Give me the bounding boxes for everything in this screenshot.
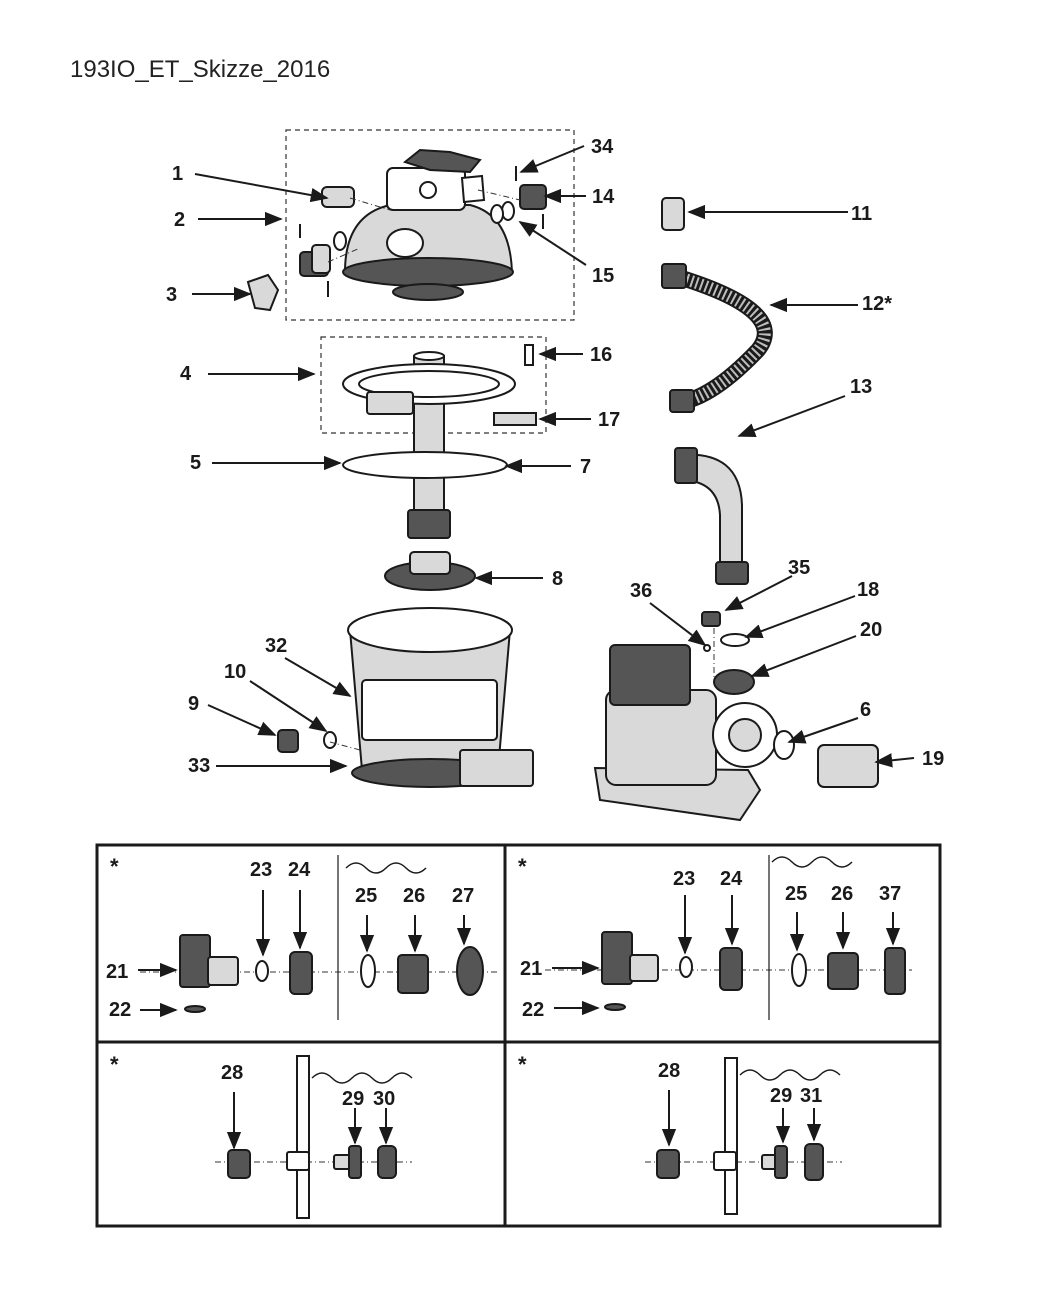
label-part-12: 12* <box>862 293 892 315</box>
panel-b-label-23: 23 <box>673 868 695 890</box>
label-part-13: 13 <box>850 376 872 398</box>
panel-b-label-25: 25 <box>785 883 807 905</box>
panel-c-asterisk: * <box>110 1052 119 1077</box>
label-part-3: 3 <box>166 284 177 306</box>
lateral-assembly <box>384 551 476 591</box>
label-part-2: 2 <box>174 209 185 231</box>
clamp-and-standpipe <box>342 344 537 539</box>
label-part-18: 18 <box>857 579 879 601</box>
panel-b-asterisk: * <box>518 854 527 879</box>
label-part-5: 5 <box>190 452 201 474</box>
pump-motor <box>593 611 879 822</box>
diagram-title: 193IO_ET_Skizze_2016 <box>70 56 331 83</box>
label-part-10: 10 <box>224 661 246 683</box>
panel-b-label-21: 21 <box>520 958 542 980</box>
panel-a-label-27: 27 <box>452 885 474 907</box>
panel-a-label-25: 25 <box>355 885 377 907</box>
panel-b: * 21 22 23 24 25 26 37 <box>518 854 912 1021</box>
panel-d-label-29: 29 <box>770 1085 792 1107</box>
label-part-33: 33 <box>188 755 210 777</box>
label-part-16: 16 <box>590 344 612 366</box>
label-part-7: 7 <box>580 456 591 478</box>
label-part-6: 6 <box>860 699 871 721</box>
panel-c-label-29: 29 <box>342 1088 364 1110</box>
label-part-35: 35 <box>788 557 810 579</box>
panel-d: * 28 29 31 <box>518 1052 842 1215</box>
accessory-panels-frame <box>95 843 942 1228</box>
panel-a-label-21: 21 <box>106 961 128 983</box>
panel-b-label-22: 22 <box>522 999 544 1021</box>
label-part-8: 8 <box>552 568 563 590</box>
panel-a-label-24: 24 <box>288 859 311 881</box>
panel-a-label-26: 26 <box>403 885 425 907</box>
label-part-9: 9 <box>188 693 199 715</box>
panel-a-asterisk: * <box>110 854 119 879</box>
label-part-36: 36 <box>630 580 652 602</box>
hoses-11-12-13 <box>661 197 773 585</box>
panel-b-label-24: 24 <box>720 868 743 890</box>
valve-group-box <box>285 129 575 321</box>
panel-a-label-22: 22 <box>109 999 131 1021</box>
label-part-11: 11 <box>851 203 872 225</box>
label-part-4: 4 <box>180 363 192 385</box>
panel-d-label-28: 28 <box>658 1060 680 1082</box>
label-part-20: 20 <box>860 619 882 641</box>
label-part-14: 14 <box>592 186 615 208</box>
label-part-34: 34 <box>591 136 614 158</box>
panel-c: * 28 29 30 <box>110 1052 413 1219</box>
pool-wall-d <box>724 1057 738 1215</box>
panel-b-label-26: 26 <box>831 883 853 905</box>
filter-tank <box>277 607 534 788</box>
label-part-19: 19 <box>922 748 944 770</box>
multiport-valve <box>342 148 514 301</box>
parts-1-2-3-14-15 <box>246 166 547 312</box>
panel-c-label-30: 30 <box>373 1088 395 1110</box>
label-part-1: 1 <box>172 163 183 185</box>
pool-wall-c <box>296 1055 310 1219</box>
panel-c-label-28: 28 <box>221 1062 243 1084</box>
label-part-32: 32 <box>265 635 287 657</box>
panel-d-label-31: 31 <box>800 1085 822 1107</box>
panel-d-asterisk: * <box>518 1052 527 1077</box>
panel-a: * 21 22 23 24 25 26 27 <box>106 854 500 1021</box>
panel-a-label-23: 23 <box>250 859 272 881</box>
panel-b-label-37: 37 <box>879 883 901 905</box>
leader-arrows <box>192 145 915 774</box>
o-ring-5 <box>342 451 508 479</box>
label-part-17: 17 <box>598 409 620 431</box>
label-part-15: 15 <box>592 265 614 287</box>
